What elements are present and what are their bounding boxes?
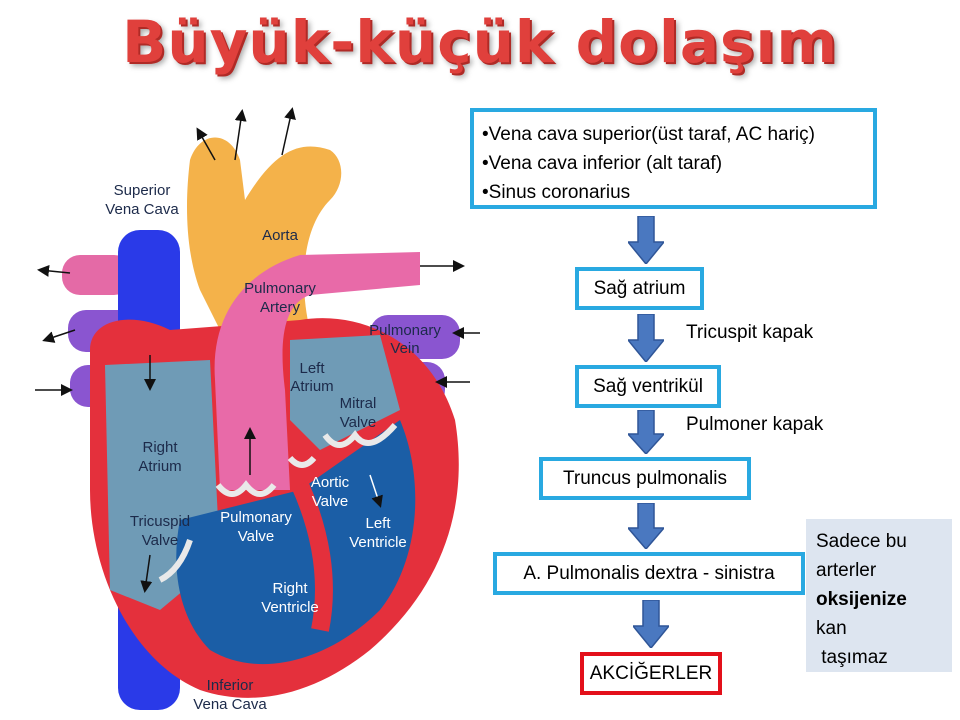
tricuspid-valve-shape [158,539,193,583]
label-pulmonary-vein: Vein [390,340,419,357]
ventricles-chamber [176,420,416,665]
right-ventricle-label: Sağ ventrikül [593,375,703,397]
lungs-label: AKCİĞERLER [589,662,713,684]
right-atrium-box: Sağ atrium [575,267,704,310]
label-left-ventricle: Left [365,515,391,532]
truncus-pulmonalis-label: Truncus pulmonalis [562,467,728,489]
label-mitral-valve: Valve [340,414,376,431]
label-pulmonary-valve: Valve [238,528,274,545]
label-right-atrium: Right [142,439,178,456]
label-aortic-valve: Aortic [311,474,350,491]
label-left-ventricle: Ventricle [349,534,407,551]
down-arrow-icon [628,314,664,362]
slide-title: Büyük-küçük dolaşım [122,8,838,76]
label-aorta: Aorta [262,227,299,244]
label-mitral-valve: Mitral [340,395,377,412]
flow-arrow [281,107,296,156]
label-tricuspid-valve: Tricuspid [130,513,190,530]
flow-arrow [140,554,153,593]
down-arrow-icon [628,503,664,549]
label-pulmonary-vein: Pulmonary [369,322,441,339]
source-item: •Vena cava inferior (alt taraf) [482,153,723,174]
lungs-box: AKCİĞERLER [580,652,722,695]
label-right-atrium: Atrium [138,458,181,475]
note-line: kan [816,618,847,639]
label-aortic-valve: Valve [312,493,348,510]
label-right-ventricle: Right [272,580,308,597]
pulmonary-valve-label: Pulmoner kapak [686,414,824,435]
note-line: taşımaz [816,647,888,668]
left-atrium-chamber [290,335,400,450]
label-superior-vena-cava: Vena Cava [105,201,179,218]
oxygen-note: Sadece bu arterler oksijenize kan taşıma… [806,519,952,672]
flow-arrow [37,264,71,277]
right-ventricle-box: Sağ ventrikül [575,365,721,408]
flow-arrow [234,109,247,161]
label-right-ventricle: Ventricle [261,599,319,616]
label-pulmonary-artery: Pulmonary [244,280,316,297]
tricuspid-valve-label: Tricuspit kapak [686,322,814,343]
right-atrium-label: Sağ atrium [593,277,686,299]
flow-arrow [196,127,216,161]
source-item: •Sinus coronarius [482,182,631,203]
heart-diagram: Superior Vena Cava Aorta Pulmonary Arter… [35,107,480,713]
right-pulmonary-vein-top [62,255,132,295]
flow-arrow [369,474,383,508]
note-line: Sadece bu [816,531,907,552]
label-pulmonary-valve: Pulmonary [220,509,292,526]
flow-arrow [42,329,76,343]
label-left-atrium: Left [299,360,325,377]
label-left-atrium: Atrium [290,378,333,395]
label-pulmonary-artery: Artery [260,299,301,316]
label-superior-vena-cava: Superior [114,182,171,199]
down-arrow-icon [628,410,664,454]
down-arrow-icon [628,216,664,264]
pulmonary-artery [214,252,420,490]
label-tricuspid-valve: Valve [142,532,178,549]
septum [291,481,333,632]
mitral-valve-shape [322,423,398,448]
note-line-bold: oksijenize [816,589,907,610]
label-inferior-vena-cava: Vena Cava [193,696,267,713]
label-inferior-vena-cava: Inferior [207,677,254,694]
aortic-valve-shape [287,455,317,468]
pulmonary-arteries-box: A. Pulmonalis dextra - sinistra [493,552,805,595]
venous-sources-box: •Vena cava superior(üst taraf, AC hariç)… [470,108,877,209]
pulmonary-arteries-label: A. Pulmonalis dextra - sinistra [523,562,775,584]
pulmonary-valve-shape [215,480,277,497]
truncus-pulmonalis-box: Truncus pulmonalis [539,457,751,500]
source-item: •Vena cava superior(üst taraf, AC hariç) [482,124,815,145]
note-line: arterler [816,560,877,581]
down-arrow-icon [633,600,669,648]
